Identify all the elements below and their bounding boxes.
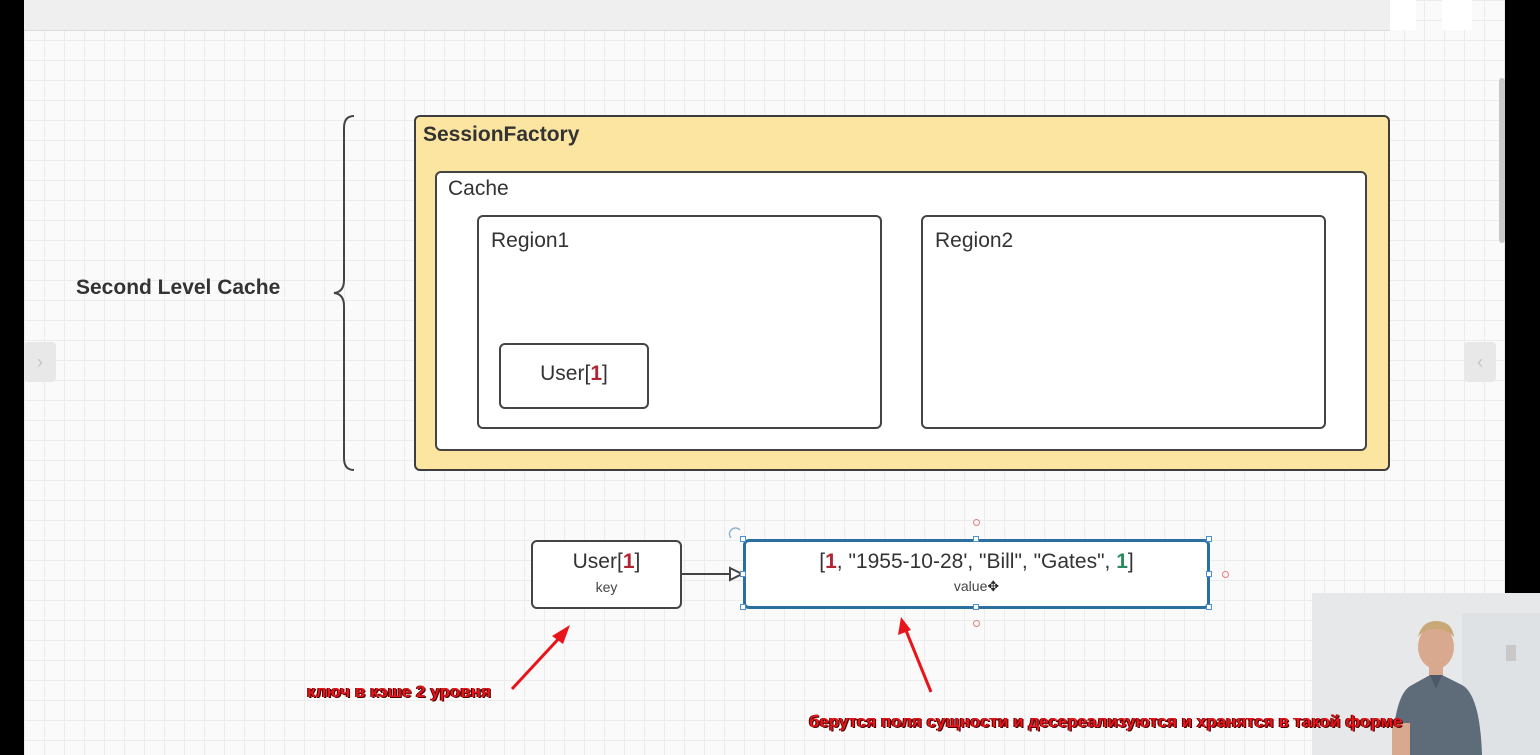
key-node-sublabel: key — [595, 579, 618, 595]
region2-title: Region2 — [935, 229, 1014, 252]
resize-handle[interactable] — [973, 604, 979, 610]
key-node-suffix: ] — [634, 550, 641, 573]
region1-user-entry[interactable]: User[1] — [499, 343, 649, 409]
curly-brace-icon — [333, 115, 355, 471]
key-node-label: User[1] — [533, 550, 680, 574]
region1-box[interactable]: Region1 User[1] — [477, 215, 882, 429]
diagram-canvas[interactable]: › ‹ Second Level Cache SessionFactory Ca… — [24, 0, 1505, 755]
resize-handle[interactable] — [740, 571, 746, 577]
value-sublabel-text: value — [953, 578, 988, 594]
webcam-overlay — [1312, 593, 1540, 755]
resize-handle[interactable] — [740, 536, 746, 542]
user-entry-label: User[1] — [501, 362, 647, 386]
resize-handle[interactable] — [1206, 604, 1212, 610]
connection-point[interactable] — [973, 620, 980, 627]
value-first-id: 1 — [825, 550, 837, 573]
value-node-label: [1, "1955-10-28', "Bill", "Gates", 1] — [746, 550, 1207, 574]
chevron-right-icon: › — [37, 352, 43, 372]
resize-handle[interactable] — [740, 604, 746, 610]
connection-point[interactable] — [1222, 571, 1229, 578]
session-factory-title: SessionFactory — [423, 123, 580, 146]
key-node[interactable]: User[1] key — [531, 540, 682, 609]
top-toolbar — [24, 0, 1390, 31]
connector-arrow[interactable] — [680, 562, 746, 586]
chevron-left-icon: ‹ — [1477, 352, 1483, 372]
presenter-figure-icon — [1392, 621, 1516, 755]
value-last-id: 1 — [1116, 550, 1128, 573]
value-fields: , "1955-10-28', "Bill", "Gates", — [836, 550, 1117, 573]
annotation-arrows — [510, 617, 933, 693]
value-node-sublabel: value✥ — [746, 578, 1207, 595]
region1-title: Region1 — [491, 229, 570, 252]
value-close-bracket: ] — [1127, 550, 1134, 573]
key-node-id: 1 — [622, 550, 635, 573]
second-level-cache-label: Second Level Cache — [76, 276, 281, 299]
value-annotation: берутся поля сущности и десереализуются … — [809, 712, 1403, 731]
user-entry-prefix: User[ — [540, 362, 591, 385]
key-annotation: ключ в кэше 2 уровня — [307, 682, 491, 701]
toolbar-strip — [1390, 0, 1416, 30]
key-node-prefix: User[ — [572, 550, 623, 573]
toolbar-strip — [1442, 0, 1472, 30]
region2-box[interactable]: Region2 — [921, 215, 1326, 429]
vertical-scrollbar[interactable] — [1499, 78, 1505, 243]
rotate-icon[interactable] — [728, 526, 744, 542]
connection-point[interactable] — [973, 519, 980, 526]
expand-left-panel-button[interactable]: › — [24, 342, 56, 382]
user-entry-id: 1 — [590, 362, 603, 385]
move-cursor-icon: ✥ — [987, 578, 1000, 594]
session-factory-container[interactable]: SessionFactory Cache Region1 User[1] Reg… — [414, 115, 1390, 471]
expand-right-panel-button[interactable]: ‹ — [1464, 342, 1496, 382]
user-entry-suffix: ] — [602, 362, 608, 385]
value-open-bracket: [ — [819, 550, 826, 573]
resize-handle[interactable] — [1206, 571, 1212, 577]
resize-handle[interactable] — [1206, 536, 1212, 542]
resize-handle[interactable] — [973, 536, 979, 542]
cache-container[interactable]: Cache Region1 User[1] Region2 — [435, 171, 1367, 451]
cache-title: Cache — [448, 177, 509, 200]
